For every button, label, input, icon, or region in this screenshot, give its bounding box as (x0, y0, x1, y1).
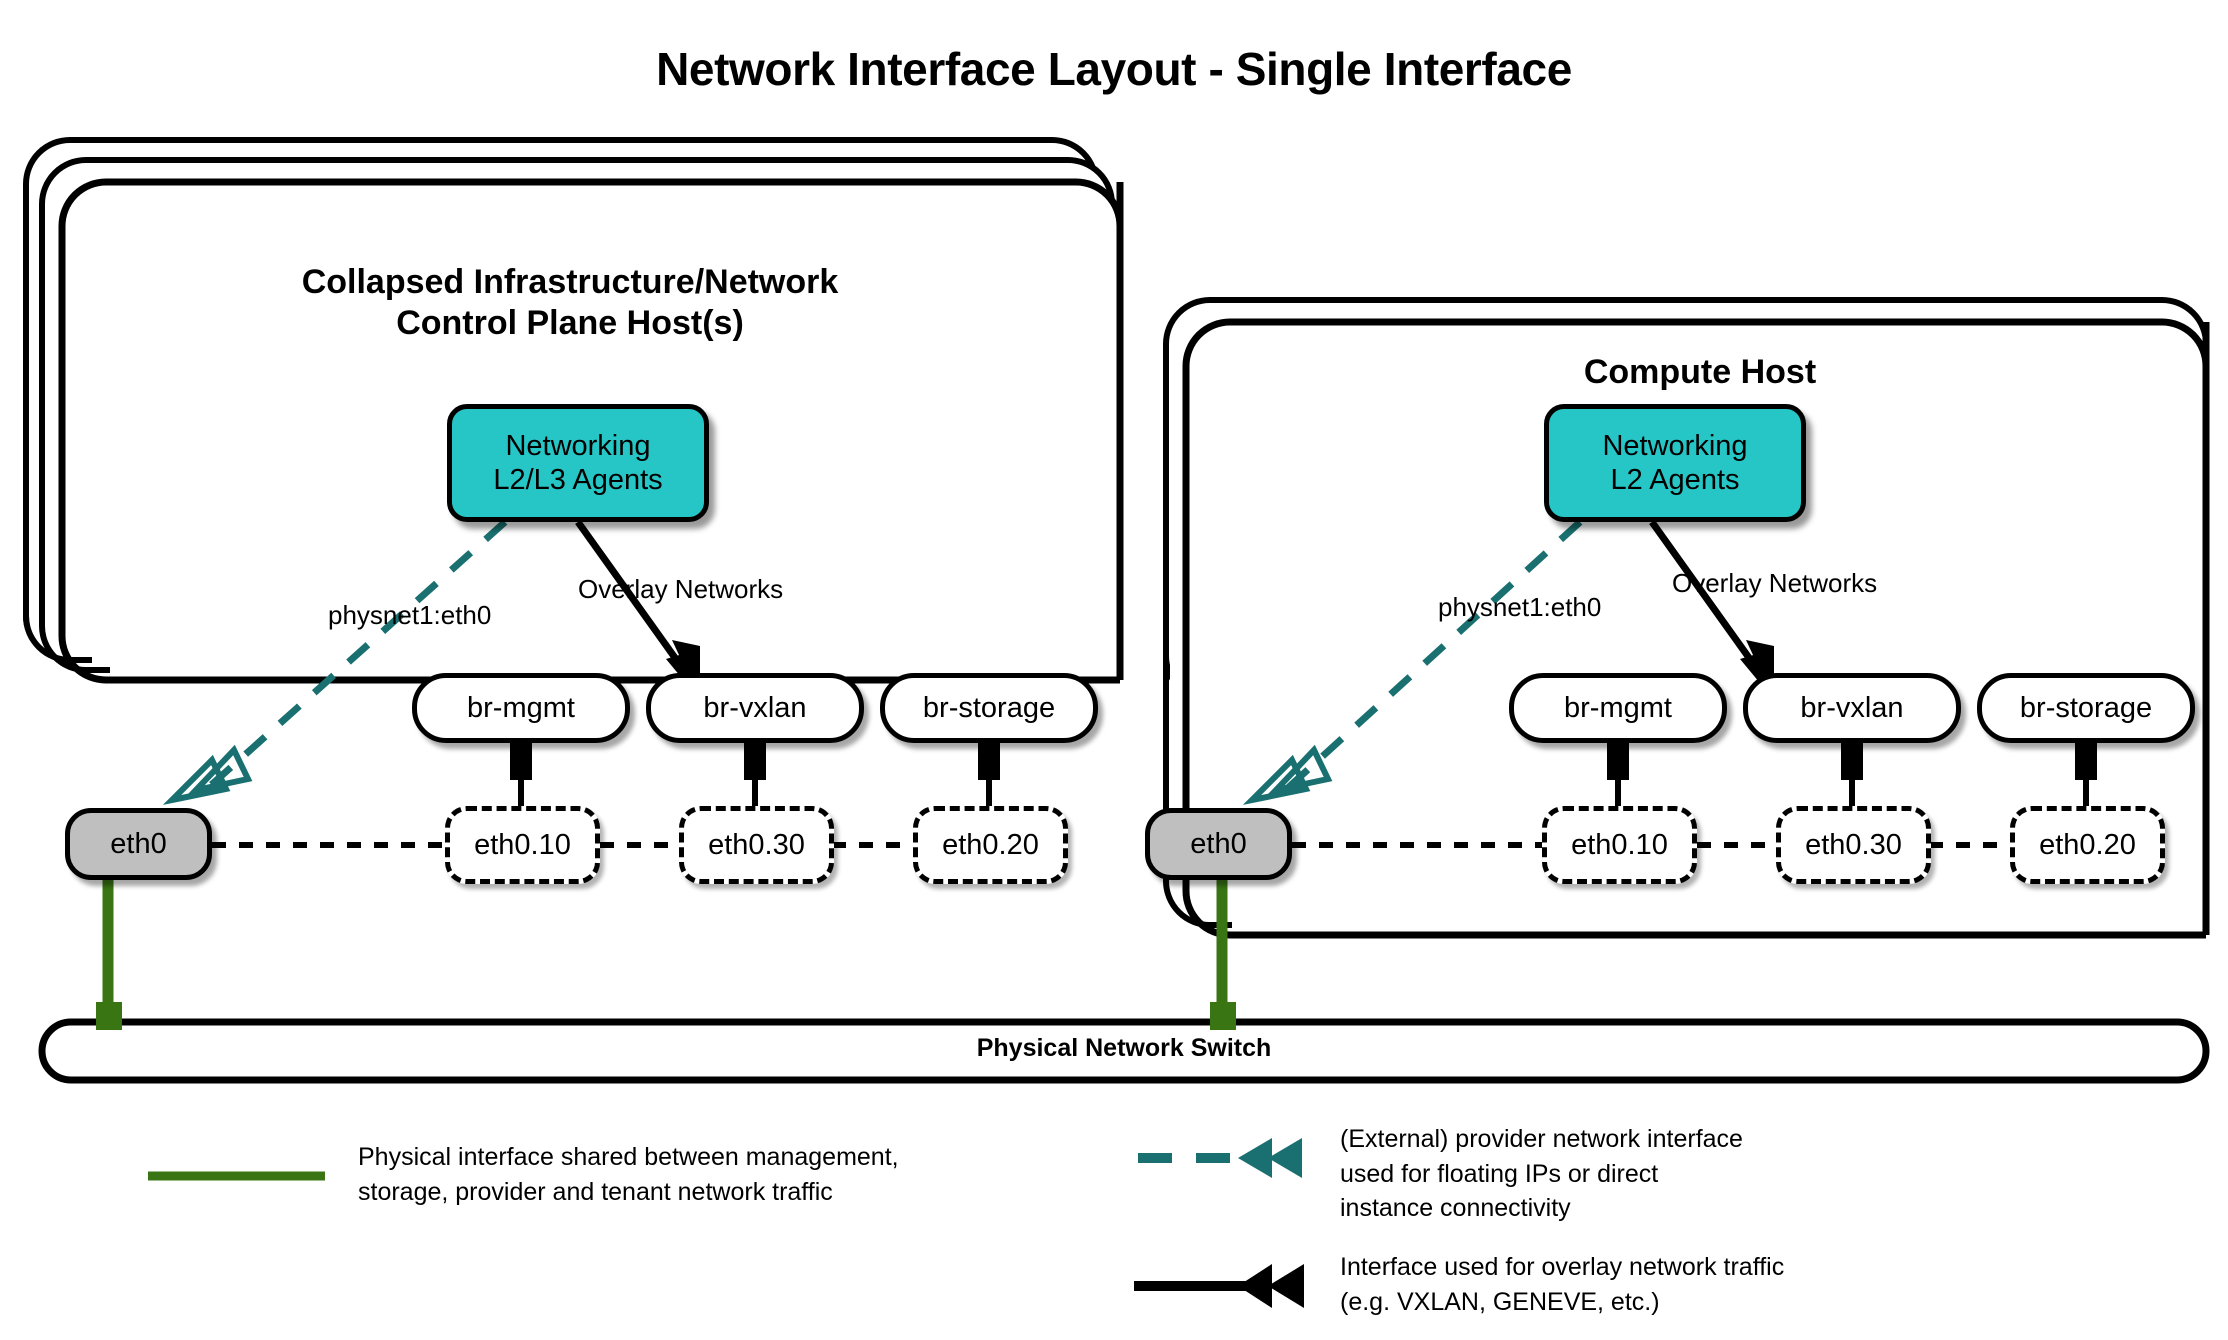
agent-label-line-1: Networking (505, 429, 651, 462)
networking-agents-box-compute[interactable]: Networking L2 Agents (1544, 404, 1806, 522)
bridge-label: br-storage (2019, 691, 2153, 724)
provider-edge-label-control-plane: physnet1:eth0 (328, 600, 492, 630)
host-body-outline-right-b (1163, 600, 1232, 928)
agent-label-line-2: L2 Agents (1610, 464, 1740, 496)
vlan-box-eth0-10-compute[interactable]: eth0.10 (1542, 806, 1697, 884)
vlan-box-eth0-20-compute[interactable]: eth0.20 (2010, 806, 2165, 884)
legend-label-physical-interface: Physical interface shared between manage… (358, 1143, 899, 1206)
vlan-label: eth0.20 (2039, 828, 2136, 861)
vlan-label: eth0.20 (942, 828, 1039, 861)
bridge-box-br-mgmt-control-plane[interactable]: br-mgmt (412, 673, 630, 743)
legend-label-overlay-interface: Interface used for overlay network traff… (1340, 1253, 1785, 1316)
bridge-label: br-vxlan (1800, 691, 1904, 724)
vlan-box-eth0-30-compute[interactable]: eth0.30 (1776, 806, 1931, 884)
page-title: Network Interface Layout - Single Interf… (656, 43, 1572, 95)
physical-network-switch-bar (38, 1018, 2210, 1084)
physical-link-left (96, 876, 122, 1030)
provider-edge-label-compute: physnet1:eth0 (1438, 592, 1602, 622)
provider-edge-left (162, 519, 508, 805)
vlan-label: eth0.10 (1571, 828, 1668, 861)
bridge-label: br-mgmt (467, 691, 575, 724)
bridge-box-br-storage-compute[interactable]: br-storage (1977, 673, 2195, 743)
nic-box-eth0-control-plane[interactable]: eth0 (65, 808, 212, 880)
physical-link-right (1210, 876, 1236, 1030)
bridge-label: br-vxlan (703, 691, 807, 724)
legend-label-provider-interface: (External) provider network interface us… (1340, 1125, 1743, 1222)
host-title-line-1: Compute Host (1583, 353, 1817, 391)
bridge-label: br-mgmt (1564, 691, 1672, 724)
overlay-edge-label-compute: Overlay Networks (1672, 568, 1878, 598)
physical-network-switch-label: Physical Network Switch (976, 1034, 1272, 1062)
host-title-control-plane: Collapsed Infrastructure/Network Control… (60, 262, 1080, 345)
host-title-line-2: Control Plane Host(s) (396, 304, 744, 343)
host-title-compute: Compute Host (1230, 352, 2170, 393)
vlan-box-eth0-10-control-plane[interactable]: eth0.10 (445, 806, 600, 884)
overlay-edge-label-control-plane: Overlay Networks (578, 574, 784, 604)
agent-label-line-2: L2/L3 Agents (493, 464, 663, 496)
nic-label: eth0 (1190, 827, 1247, 860)
bridge-vlan-connectors-left (510, 740, 1000, 830)
vlan-label: eth0.30 (708, 828, 805, 861)
bridge-box-br-mgmt-compute[interactable]: br-mgmt (1509, 673, 1727, 743)
host-body-outline-left-c (23, 560, 92, 663)
vlan-box-eth0-20-control-plane[interactable]: eth0.20 (913, 806, 1068, 884)
provider-edge-right (1242, 519, 1583, 805)
nic-label: eth0 (110, 827, 167, 860)
bridge-box-br-vxlan-control-plane[interactable]: br-vxlan (646, 673, 864, 743)
nic-box-eth0-compute[interactable]: eth0 (1145, 808, 1292, 880)
bridge-label: br-storage (922, 691, 1056, 724)
legend-marker-provider-interface (1138, 1138, 1302, 1178)
agent-label-line-1: Networking (1602, 429, 1748, 462)
legend-marker-overlay-interface (1134, 1264, 1304, 1308)
vlan-label: eth0.10 (474, 828, 571, 861)
networking-agents-box-control-plane[interactable]: Networking L2/L3 Agents (447, 404, 709, 522)
host-title-line-1: Collapsed Infrastructure/Network (301, 263, 839, 301)
bridge-box-br-storage-control-plane[interactable]: br-storage (880, 673, 1098, 743)
bridge-box-br-vxlan-compute[interactable]: br-vxlan (1743, 673, 1961, 743)
vlan-label: eth0.30 (1805, 828, 1902, 861)
vlan-box-eth0-30-control-plane[interactable]: eth0.30 (679, 806, 834, 884)
